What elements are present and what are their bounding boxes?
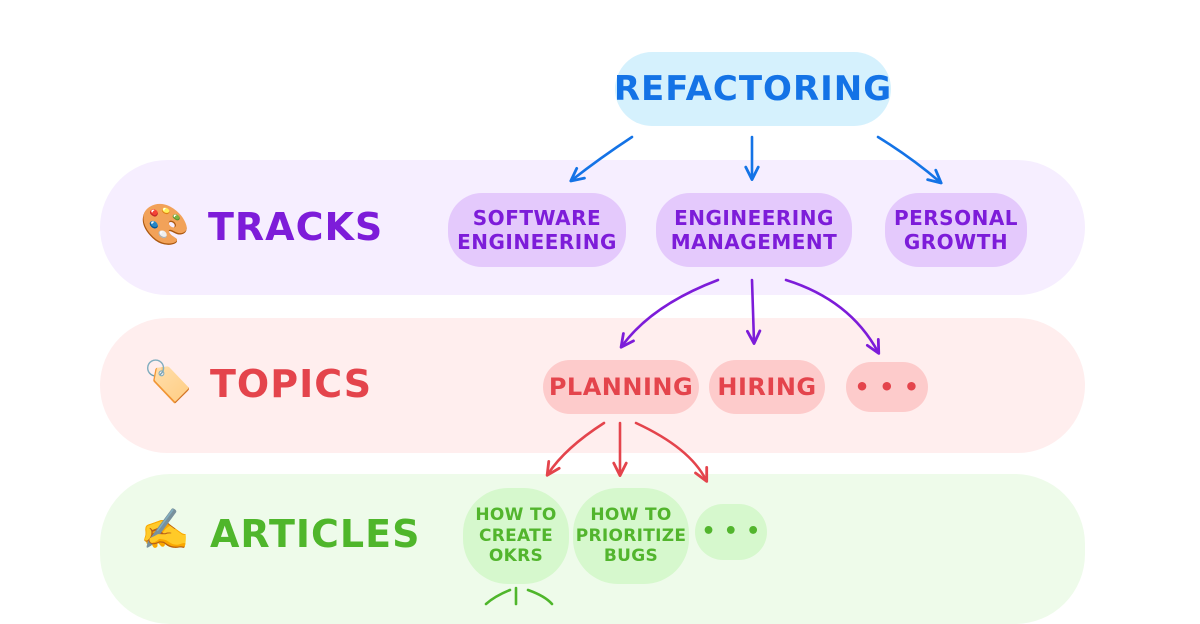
topic-node-hiring: HIRING bbox=[709, 360, 825, 414]
topic-node-planning: PLANNING bbox=[543, 360, 699, 414]
track-node-personal-growth: PERSONAL GROWTH bbox=[885, 193, 1027, 267]
arrow-planning-to-okrs bbox=[545, 421, 606, 477]
root-node-refactoring: REFACTORING bbox=[614, 52, 891, 126]
diagram-canvas: 🎨 TRACKS 🏷️ TOPICS ✍️ ARTICLES REFACTORI… bbox=[100, 52, 1085, 624]
palette-icon: 🎨 bbox=[140, 202, 190, 248]
arrow-root-to-software-engineering bbox=[569, 135, 634, 183]
track-node-engineering-management: ENGINEERING MANAGEMENT bbox=[656, 193, 852, 267]
row-label-topics: TOPICS bbox=[210, 362, 373, 406]
row-label-tracks: TRACKS bbox=[208, 205, 384, 249]
writing-hand-icon: ✍️ bbox=[140, 507, 190, 553]
arrow-root-to-personal-growth bbox=[876, 135, 943, 185]
arrow-management-to-hiring bbox=[746, 278, 762, 345]
arrow-management-to-planning bbox=[619, 278, 720, 349]
tag-icon: 🏷️ bbox=[143, 359, 193, 405]
connector-arrows bbox=[484, 135, 943, 606]
arrow-management-to-more-topics bbox=[784, 278, 881, 355]
article-node-how-to-create-okrs: HOW TO CREATE OKRS bbox=[463, 488, 569, 584]
arrow-planning-to-more-articles bbox=[634, 421, 709, 483]
topic-node-more: • • • bbox=[846, 362, 928, 412]
article-node-more: • • • bbox=[695, 504, 767, 560]
track-node-software-engineering: SOFTWARE ENGINEERING bbox=[448, 193, 626, 267]
row-label-articles: ARTICLES bbox=[210, 512, 421, 556]
article-node-how-to-prioritize-bugs: HOW TO PRIORITIZE BUGS bbox=[573, 488, 689, 584]
